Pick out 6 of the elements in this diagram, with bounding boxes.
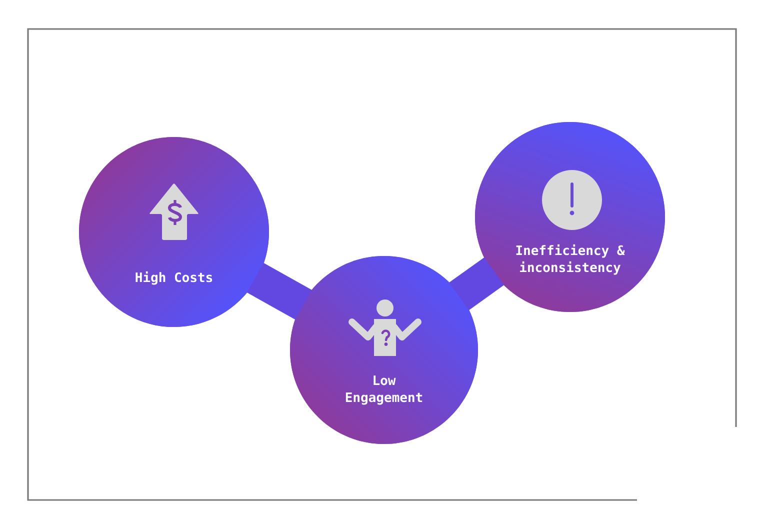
connector bbox=[449, 257, 504, 310]
circle-label: Low Engagement bbox=[346, 376, 422, 405]
connector bbox=[246, 262, 312, 320]
circle-label: High Costs bbox=[136, 271, 212, 285]
topic-circle bbox=[475, 122, 665, 312]
circle-label: Inefficiency & inconsistency bbox=[516, 244, 625, 275]
